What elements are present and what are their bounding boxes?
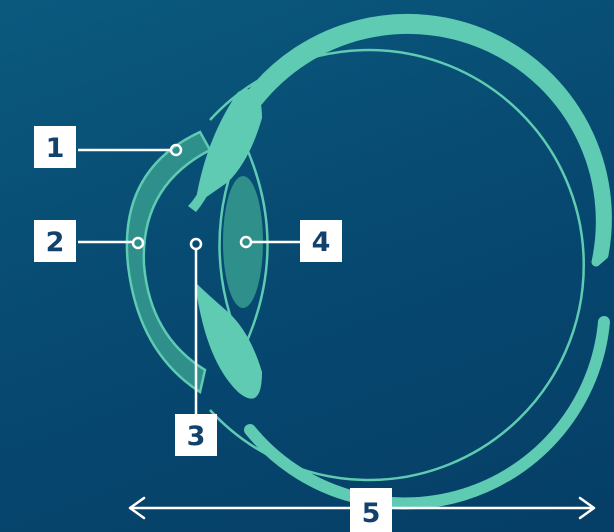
label-5: 5 — [362, 498, 381, 529]
sclera-band-lower — [250, 322, 604, 503]
label-2: 2 — [46, 227, 65, 258]
marker-3 — [191, 239, 201, 249]
callout-5: 5 — [130, 488, 594, 532]
cornea — [127, 132, 210, 392]
label-3: 3 — [187, 421, 206, 452]
label-4: 4 — [312, 227, 331, 258]
label-1: 1 — [46, 133, 65, 164]
